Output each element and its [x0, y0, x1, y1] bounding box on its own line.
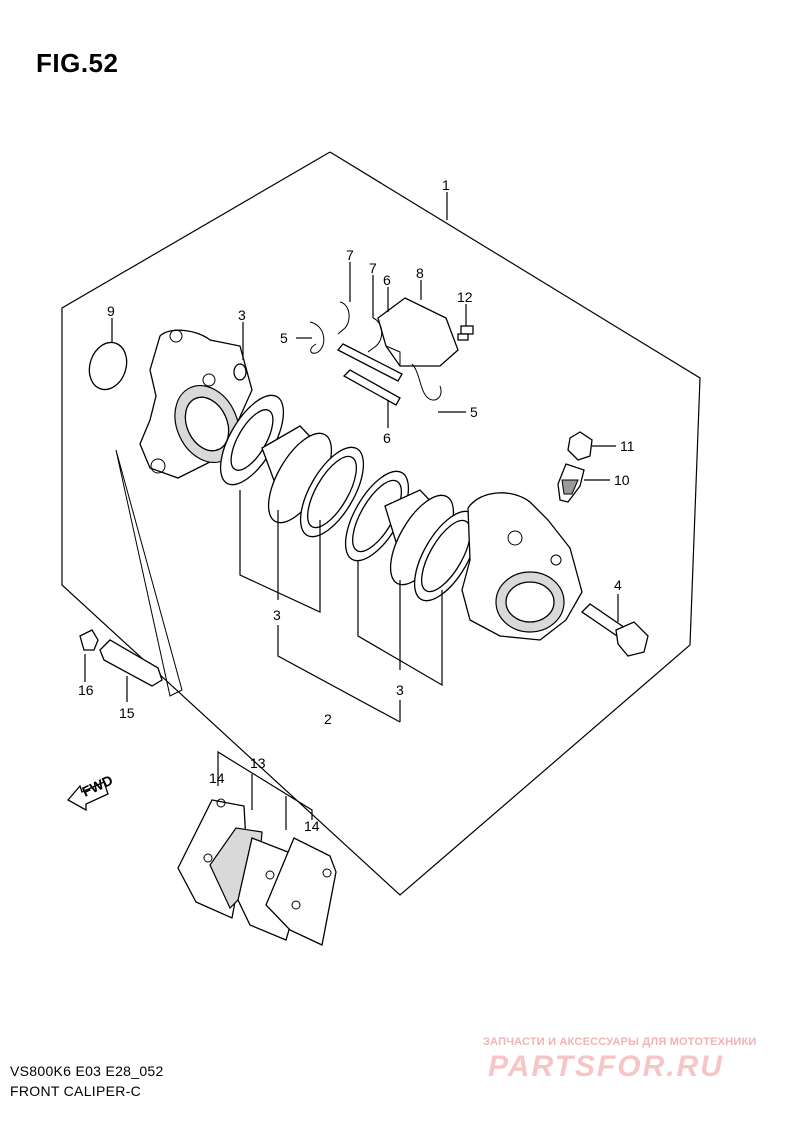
piston-seal-set-right [344, 470, 479, 602]
piston-seal-set-left [219, 394, 365, 538]
caliper-bracket-outline [115, 449, 183, 697]
bleeder-valve-10 [557, 463, 585, 503]
diagram-name: FRONT CALIPER-C [10, 1083, 142, 1099]
callout-14b: 14 [304, 818, 320, 834]
slide-pin-15 [99, 639, 163, 687]
pad-spring-8 [377, 297, 459, 367]
brake-pad-set [177, 798, 337, 946]
callout-11: 11 [620, 438, 635, 454]
callout-14a: 14 [209, 770, 225, 786]
assembly-boundary [61, 151, 701, 896]
callout-16: 16 [78, 682, 94, 698]
callout-1: 1 [442, 177, 450, 193]
callout-3c: 3 [396, 682, 404, 698]
callout-7a: 7 [346, 247, 354, 263]
bleeder-cap-11 [567, 431, 593, 461]
figure-title: FIG.52 [36, 48, 119, 78]
clips-5-7 [309, 301, 442, 401]
callout-3a: 3 [238, 307, 246, 323]
callout-6a: 6 [383, 272, 391, 288]
callout-5b: 5 [470, 404, 478, 420]
callout-12: 12 [457, 289, 473, 305]
nut-16 [79, 629, 99, 651]
callout-10: 10 [614, 472, 630, 488]
diagram-code: VS800K6 E03 E28_052 [10, 1063, 164, 1079]
callout-9: 9 [107, 303, 115, 319]
caliper-half-right [461, 492, 583, 641]
callout-13: 13 [250, 755, 266, 771]
leader-lines [84, 192, 619, 830]
o-ring-9 [88, 341, 128, 391]
pad-pins-6 [336, 343, 403, 406]
fwd-arrow-icon: FWD [66, 772, 115, 812]
callout-2: 2 [324, 711, 332, 727]
watermark-logo: PARTSFOR.RU [488, 1050, 724, 1083]
callout-4: 4 [614, 577, 622, 593]
callout-5a: 5 [280, 330, 288, 346]
watermark-tagline: ЗАПЧАСТИ И АКСЕССУАРЫ ДЛЯ МОТОТЕХНИКИ [483, 1036, 757, 1048]
callout-6b: 6 [383, 430, 391, 446]
bolt-12 [457, 325, 474, 341]
callout-8: 8 [416, 265, 424, 281]
callout-15: 15 [119, 705, 135, 721]
caliper-half-left [139, 329, 253, 479]
callout-3b: 3 [273, 607, 281, 623]
mounting-bolt-4 [580, 603, 649, 657]
callout-7b: 7 [369, 260, 377, 276]
